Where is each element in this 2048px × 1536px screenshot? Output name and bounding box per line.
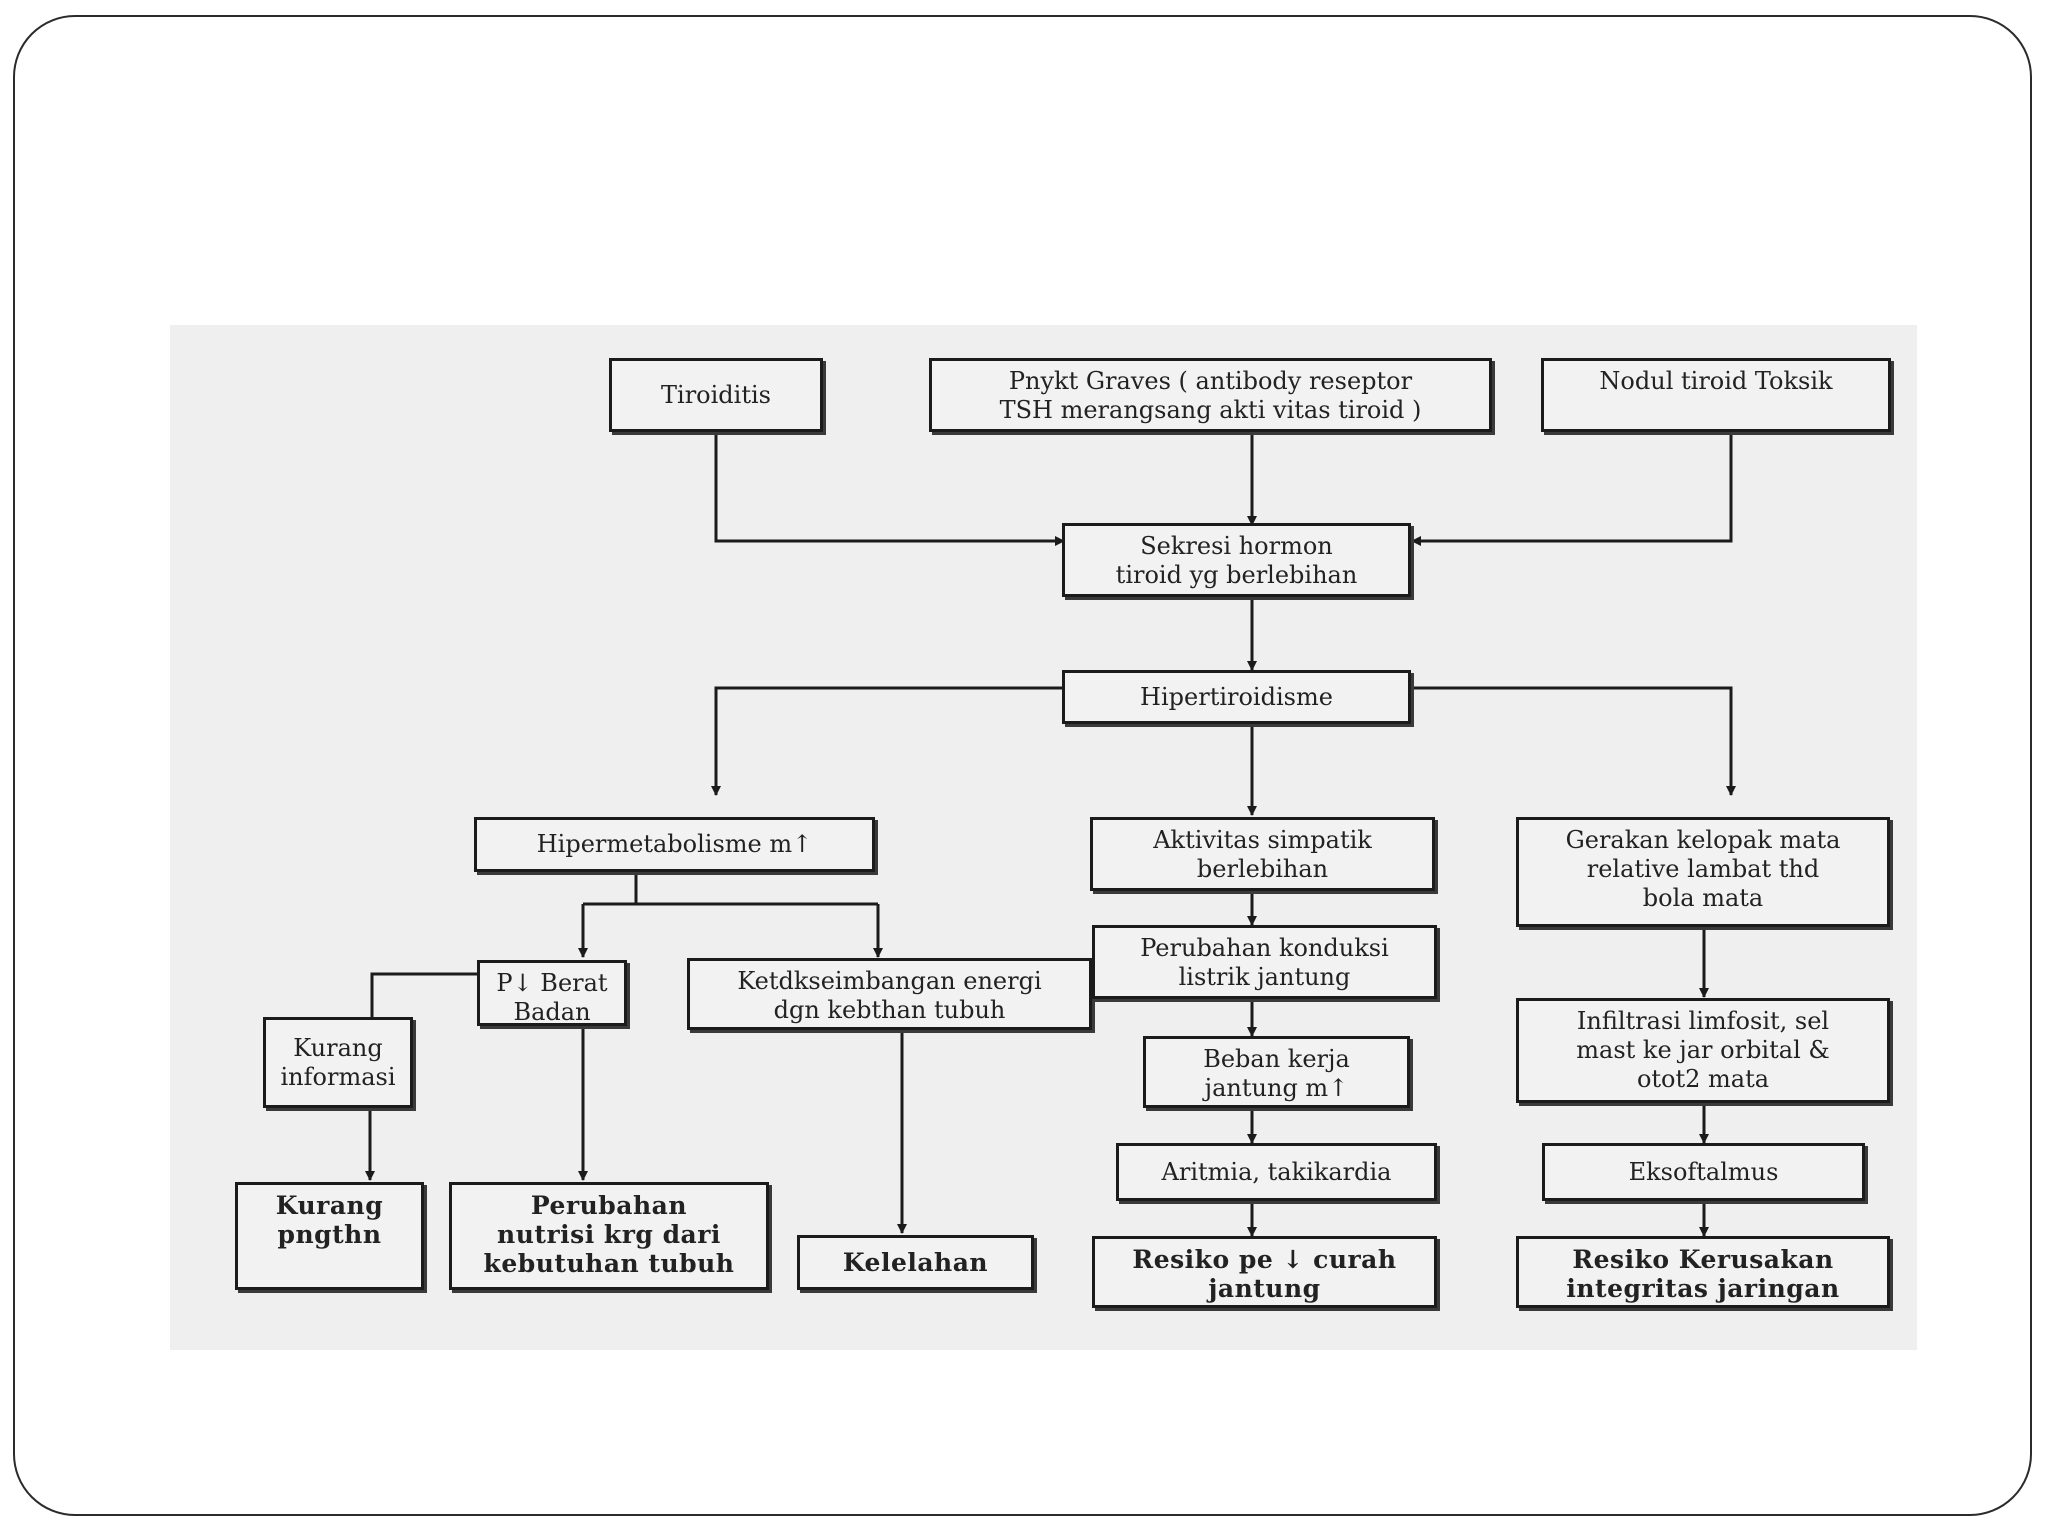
node-beban-kerja-jantung: Beban kerja jantung m↑ — [1143, 1036, 1410, 1108]
arrow-hipertiroidisme-hipermetabolisme — [711, 686, 1062, 796]
node-perubahan-konduksi: Perubahan konduksi listrik jantung — [1092, 925, 1437, 999]
node-berat-badan: P↓ Berat Badan — [477, 960, 627, 1026]
node-resiko-curah-jantung: Resiko pe ↓ curah jantung — [1092, 1236, 1437, 1308]
node-kurang-informasi: Kurang informasi — [263, 1017, 413, 1108]
arrow-tiroiditis-sekresi — [714, 435, 1065, 546]
arrow-nodul-sekresi — [1411, 432, 1733, 546]
node-kurang-pengetahuan: Kurang pngthn — [235, 1182, 424, 1290]
node-kelelahan: Kelelahan — [797, 1235, 1034, 1290]
node-infiltrasi-limfosit: Infiltrasi limfosit, sel mast ke jar orb… — [1516, 998, 1890, 1103]
node-eksoftalmus: Eksoftalmus — [1542, 1143, 1865, 1201]
node-ketdkseimbangan-energi: Ketdkseimbangan energi dgn kebthan tubuh — [687, 958, 1092, 1030]
node-hipertiroidisme: Hipertiroidisme — [1062, 670, 1411, 724]
arrow-hipertiroidisme-gerakan — [1413, 686, 1736, 796]
node-tiroiditis: Tiroiditis — [609, 358, 823, 432]
node-aritmia-takikardia: Aritmia, takikardia — [1116, 1143, 1437, 1201]
line-beratbadan-kuranginfo — [370, 972, 477, 1017]
node-aktivitas-simpatik: Aktivitas simpatik berlebihan — [1090, 817, 1435, 891]
node-sekresi-hormon: Sekresi hormon tiroid yg berlebihan — [1062, 523, 1411, 597]
node-gerakan-kelopak: Gerakan kelopak mata relative lambat thd… — [1516, 817, 1890, 927]
node-hipermetabolisme: Hipermetabolisme m↑ — [474, 817, 875, 872]
slide-frame — [13, 15, 2032, 1516]
node-nodul-tiroid: Nodul tiroid Toksik — [1541, 358, 1891, 432]
node-graves: Pnykt Graves ( antibody reseptor TSH mer… — [929, 358, 1492, 432]
node-resiko-kerusakan-integritas: Resiko Kerusakan integritas jaringan — [1516, 1236, 1890, 1308]
node-perubahan-nutrisi: Perubahan nutrisi krg dari kebutuhan tub… — [449, 1182, 769, 1290]
